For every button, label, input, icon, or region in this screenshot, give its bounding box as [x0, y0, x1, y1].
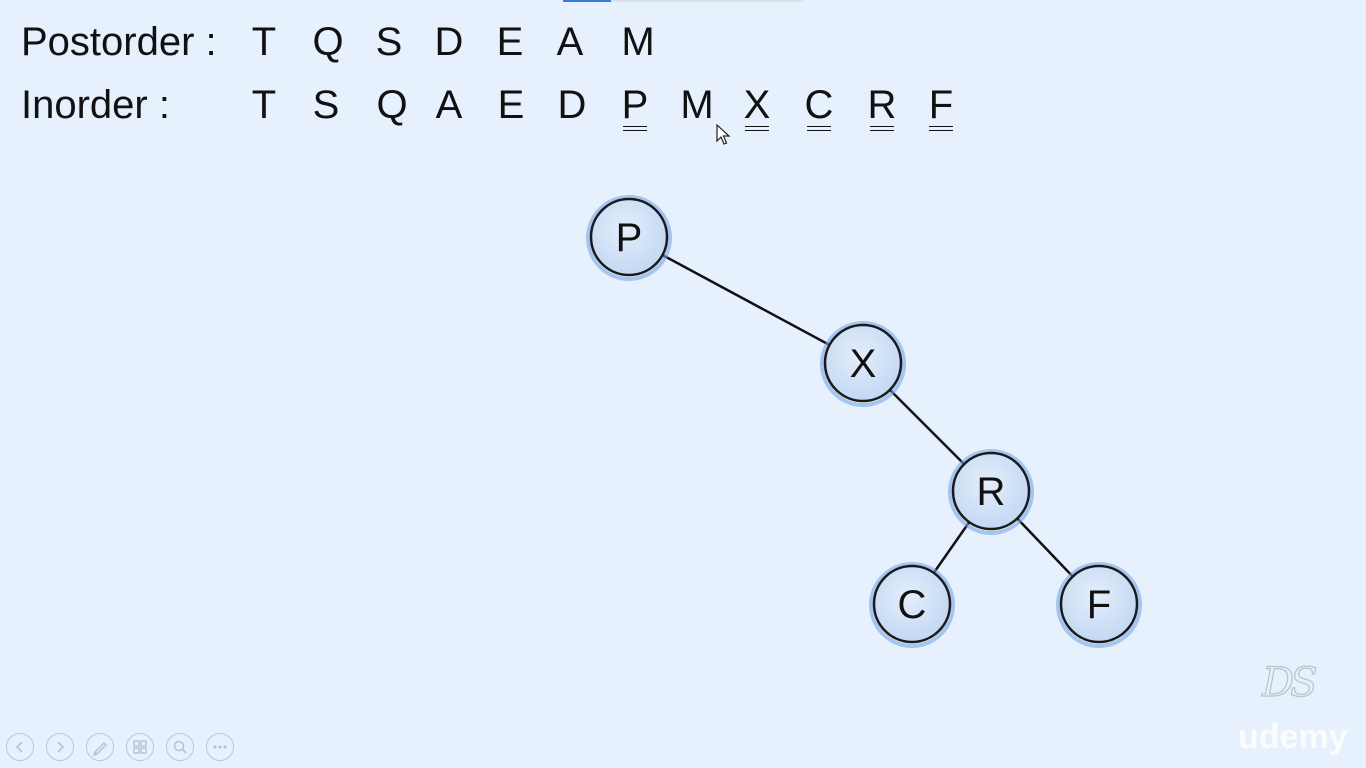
inorder-letter: X: [735, 85, 779, 131]
node-circle: [589, 197, 669, 277]
inorder-letter: T: [251, 83, 277, 127]
inorder-label: Inorder :: [21, 83, 170, 127]
inorder-letter: P: [613, 85, 657, 131]
node-label: R: [977, 470, 1006, 514]
inorder-letter: D: [557, 83, 587, 127]
node-label: F: [1087, 583, 1111, 627]
inorder-letter: S: [312, 83, 340, 127]
node-glow: [586, 195, 672, 281]
grid-icon[interactable]: [126, 733, 154, 761]
inorder-letter: Q: [376, 83, 408, 127]
node-glow: [1056, 562, 1142, 648]
tree-edge-p-x: [628, 235, 864, 365]
udemy-watermark: udemy: [1238, 718, 1348, 756]
postorder-letter: A: [556, 20, 584, 64]
pen-icon[interactable]: [86, 733, 114, 761]
postorder-letter: D: [434, 20, 464, 64]
node-glow: [869, 562, 955, 648]
chevron-left-icon[interactable]: [6, 733, 34, 761]
node-label: C: [898, 583, 927, 627]
tree-node-x: X: [820, 321, 906, 407]
magnifier-icon[interactable]: [166, 733, 194, 761]
inorder-letter: M: [680, 83, 714, 127]
more-icon[interactable]: [206, 733, 234, 761]
ds-logo: DS: [1261, 659, 1318, 706]
node-circle: [1059, 564, 1139, 644]
tree-node-f: F: [1056, 562, 1142, 648]
postorder-letter: M: [621, 20, 655, 64]
inorder-letter: R: [860, 85, 904, 131]
node-label: P: [616, 216, 643, 260]
tree-node-p: P: [586, 195, 672, 281]
postorder-letter: E: [496, 20, 524, 64]
mouse-cursor-icon: [716, 124, 731, 145]
inorder-letter: A: [435, 83, 463, 127]
node-circle: [872, 564, 952, 644]
postorder-letter: Q: [312, 20, 344, 64]
chevron-right-icon[interactable]: [46, 733, 74, 761]
node-label: X: [850, 342, 877, 386]
progress-indicator: [563, 0, 611, 2]
top-progress-bar: [563, 0, 803, 2]
tree-node-r: R: [948, 449, 1034, 535]
node-circle: [951, 451, 1031, 531]
node-circle: [823, 323, 903, 403]
postorder-letter: S: [375, 20, 403, 64]
node-glow: [948, 449, 1034, 535]
node-glow: [820, 321, 906, 407]
tree-node-c: C: [869, 562, 955, 648]
postorder-label: Postorder :: [21, 20, 217, 64]
inorder-letter: C: [797, 85, 841, 131]
inorder-letter: E: [497, 83, 525, 127]
inorder-letter: F: [919, 85, 963, 131]
postorder-letter: T: [251, 20, 277, 64]
